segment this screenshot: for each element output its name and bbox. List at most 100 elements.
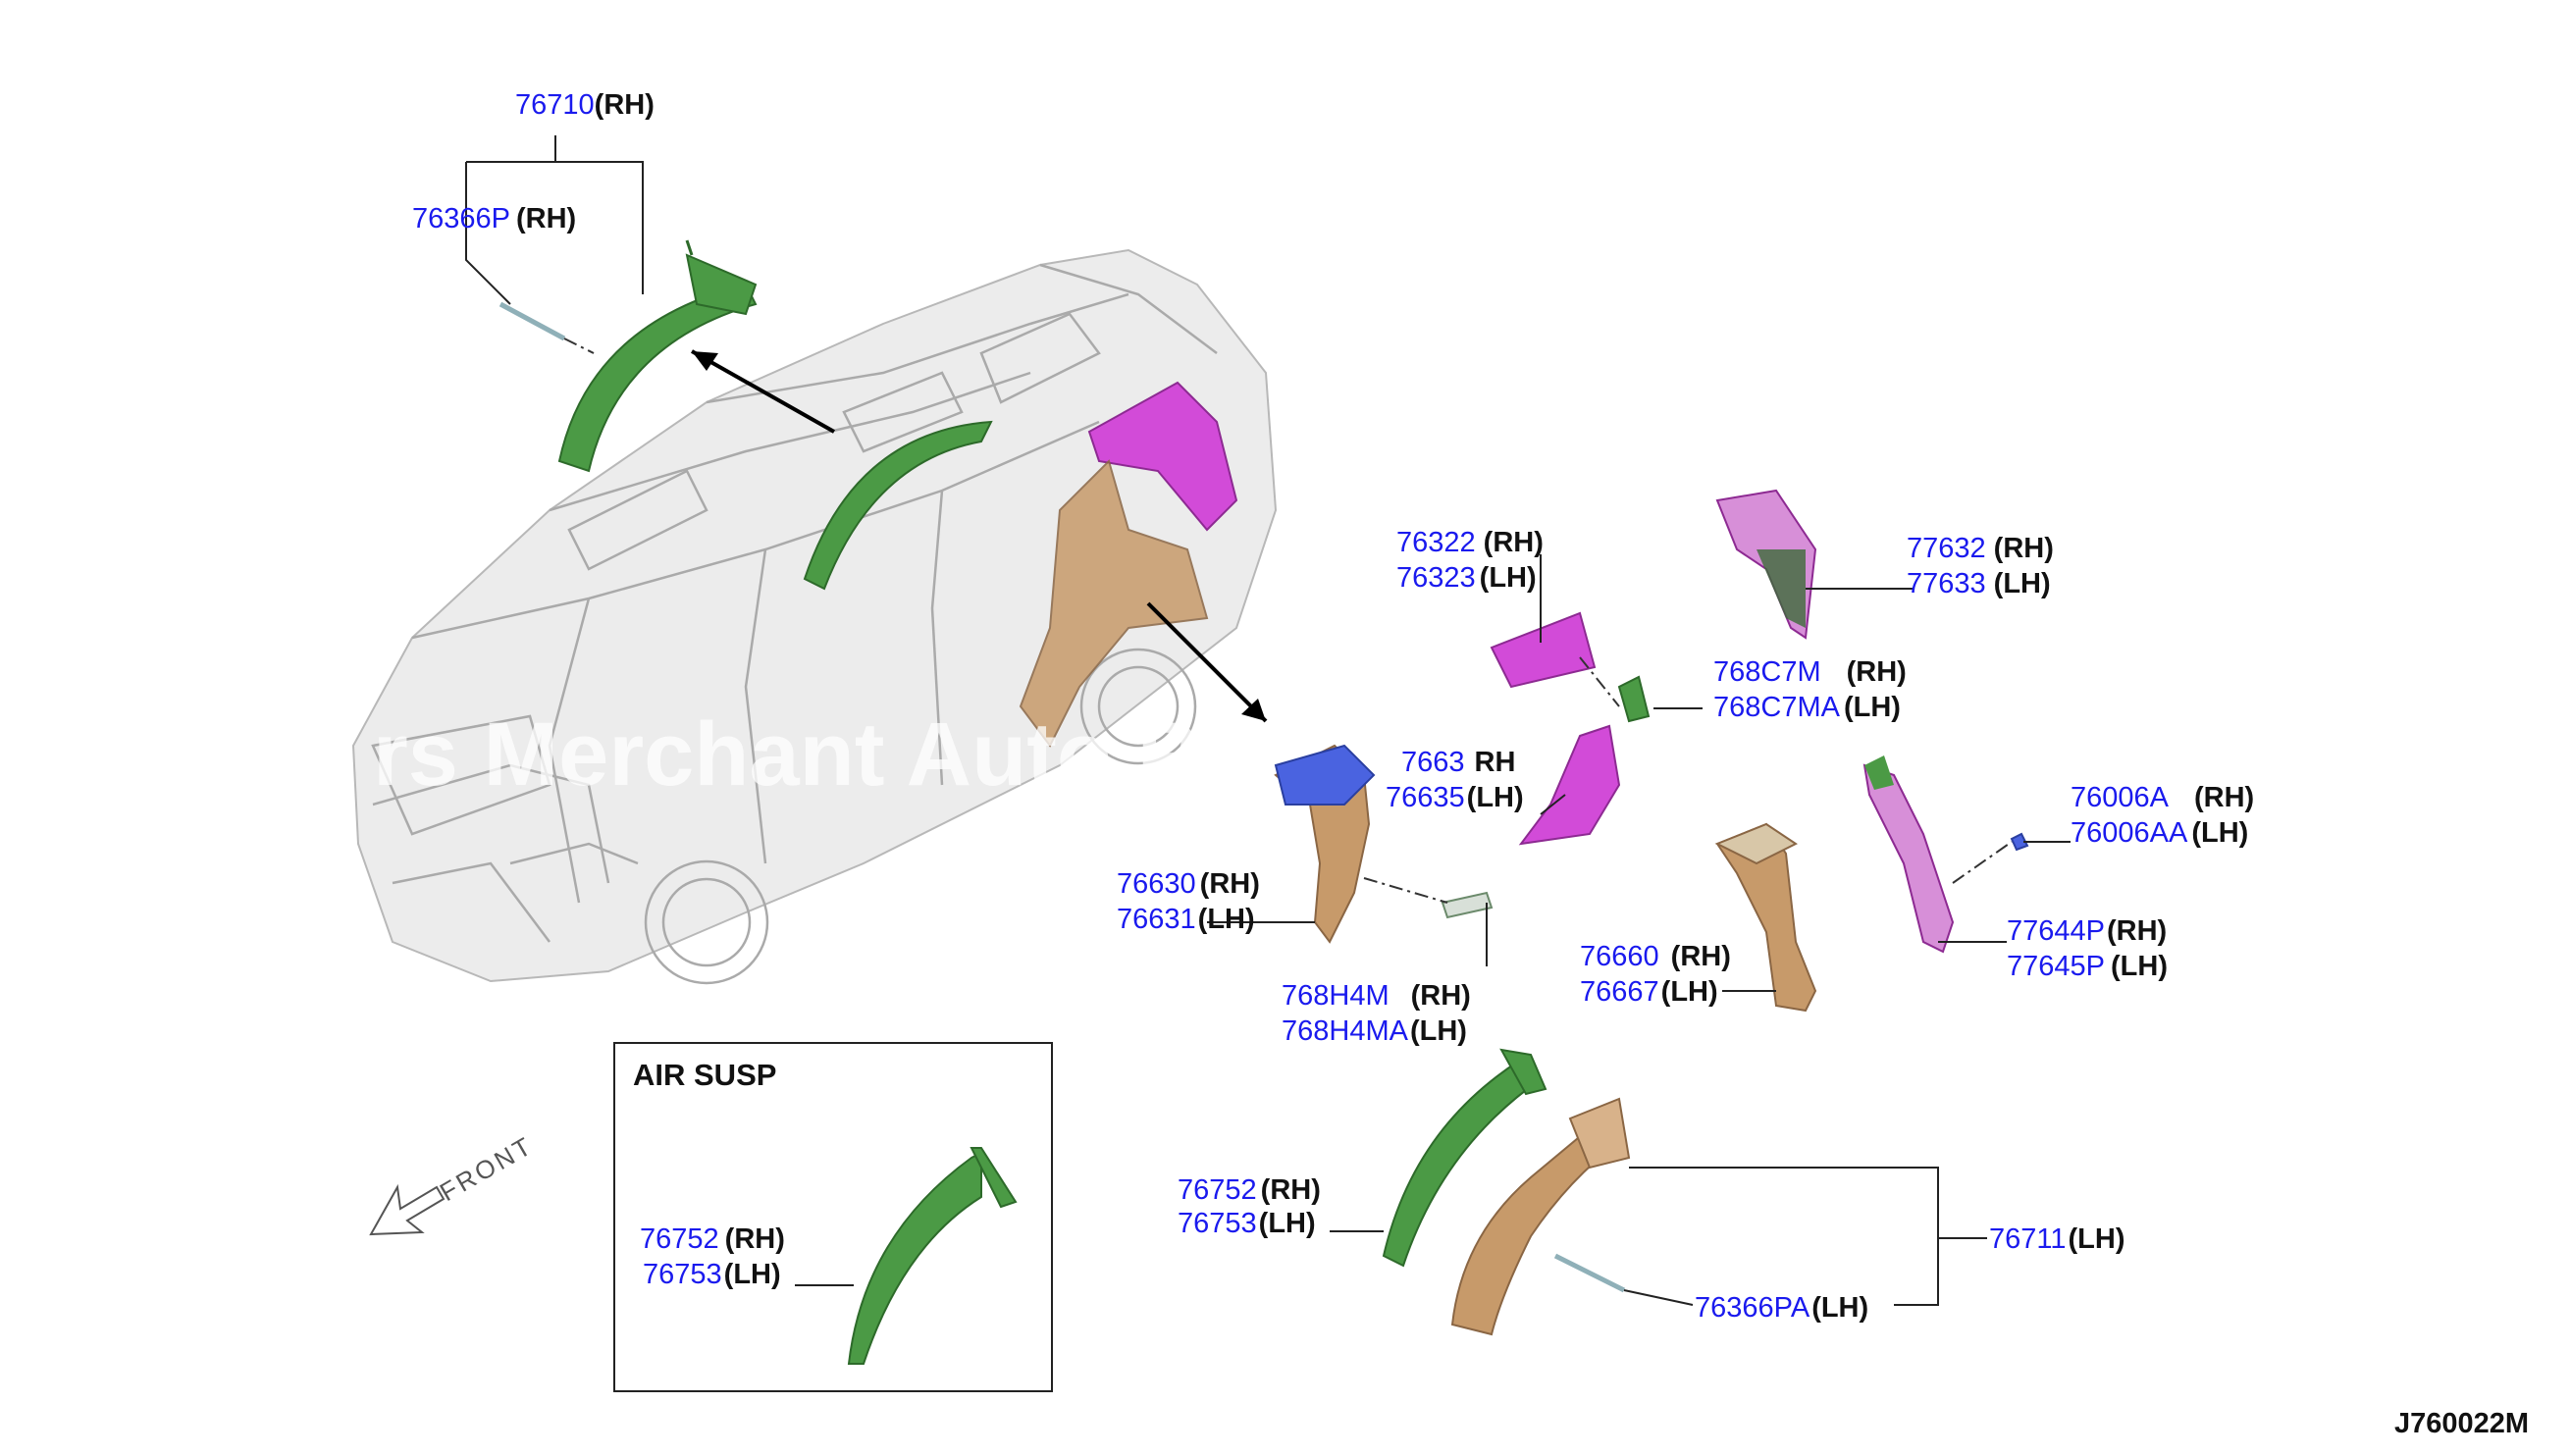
side-76006A: (RH) [2194, 782, 2254, 813]
label-768C7M[interactable]: 768C7M (RH) [1713, 656, 1907, 688]
label-76366PA[interactable]: 76366PA(LH) [1695, 1292, 1868, 1324]
part-number-76323[interactable]: 76323 [1396, 562, 1476, 594]
side-76322: (RH) [1484, 527, 1544, 558]
part-number-76660[interactable]: 76660 [1580, 941, 1659, 972]
arrow-to-fender-liner [691, 349, 835, 434]
diagram-code: J760022M [2394, 1408, 2529, 1439]
part-number-76006AA[interactable]: 76006AA [2071, 817, 2188, 849]
label-76710[interactable]: 76710(RH) [515, 89, 655, 121]
side-77644P: (RH) [2107, 915, 2167, 947]
part-number-77644P[interactable]: 77644P [2007, 915, 2105, 947]
side-76634: RH [1475, 747, 1516, 778]
part-number-768C7M[interactable]: 768C7M [1713, 656, 1821, 688]
label-77633[interactable]: 77633 (LH) [1907, 568, 2051, 599]
side-76752-inset: (RH) [725, 1223, 785, 1255]
label-76667[interactable]: 76667(LH) [1580, 976, 1718, 1008]
part-number-76753-inset[interactable]: 76753 [643, 1259, 722, 1290]
label-76323[interactable]: 76323(LH) [1396, 562, 1537, 594]
part-number-76635[interactable]: 76635 [1386, 782, 1465, 813]
vehicle-illustration [351, 248, 1278, 985]
side-76711: (LH) [2069, 1223, 2125, 1255]
side-77645P: (LH) [2111, 951, 2168, 982]
side-76753-inset: (LH) [724, 1259, 781, 1290]
label-76366P[interactable]: 76366P(RH) [412, 203, 576, 234]
side-768C7M: (RH) [1847, 656, 1907, 688]
part-number-77632[interactable]: 77632 [1907, 533, 1986, 564]
arrow-to-inner-panels [1146, 601, 1268, 723]
front-direction-indicator: FRONT [369, 1130, 539, 1236]
side-76323: (LH) [1480, 562, 1537, 594]
fender-seal-rh-part [498, 301, 566, 341]
side-76366P: (RH) [516, 203, 576, 234]
part-number-76667[interactable]: 76667 [1580, 976, 1659, 1008]
side-768C7MA: (LH) [1844, 692, 1901, 723]
label-77645P[interactable]: 77645P(LH) [2007, 951, 2168, 982]
side-76366PA: (LH) [1811, 1292, 1868, 1324]
part-number-76366PA[interactable]: 76366PA [1695, 1292, 1810, 1324]
bracket-768C7M-part [1617, 675, 1651, 723]
part-number-76630[interactable]: 76630 [1117, 868, 1196, 900]
side-76660: (RH) [1671, 941, 1731, 972]
label-768H4MA[interactable]: 768H4MA(LH) [1282, 1015, 1467, 1047]
part-number-768C7MA[interactable]: 768C7MA [1713, 692, 1841, 723]
label-76711[interactable]: 76711(LH) [1989, 1223, 2124, 1255]
side-76752: (RH) [1261, 1174, 1321, 1206]
bracket-768H4M-part [1441, 891, 1494, 919]
part-number-76752[interactable]: 76752 [1178, 1174, 1257, 1206]
side-77632: (RH) [1994, 533, 2054, 564]
label-768C7MA[interactable]: 768C7MA(LH) [1713, 692, 1901, 723]
fender-liner-76752-part [1382, 1048, 1547, 1268]
label-77644P[interactable]: 77644P(RH) [2007, 915, 2167, 947]
part-number-76711[interactable]: 76711 [1989, 1223, 2067, 1255]
part-number-76006A[interactable]: 76006A [2071, 782, 2170, 813]
air-susp-inset: AIR SUSP 76752(RH) 76753(LH) [613, 1042, 1053, 1392]
part-number-76752-inset[interactable]: 76752 [640, 1223, 719, 1255]
side-77633: (LH) [1994, 568, 2051, 599]
part-number-768H4MA[interactable]: 768H4MA [1282, 1015, 1409, 1047]
part-number-76631[interactable]: 76631 [1117, 904, 1196, 935]
part-number-76634[interactable]: 7663 [1401, 747, 1465, 778]
wheelhouse-76711-part [1450, 1097, 1631, 1336]
part-number-76322[interactable]: 76322 [1396, 527, 1476, 558]
seal-76366PA-part [1553, 1253, 1626, 1293]
label-76634[interactable]: 7663 RH [1401, 747, 1515, 778]
label-76006AA[interactable]: 76006AA(LH) [2071, 817, 2248, 849]
side-76635: (LH) [1467, 782, 1524, 813]
vehicle-highlight-parts [803, 381, 1238, 748]
label-76753[interactable]: 76753(LH) [1178, 1208, 1316, 1239]
inset-title: AIR SUSP [633, 1058, 776, 1092]
label-76752[interactable]: 76752(RH) [1178, 1174, 1321, 1206]
side-76631: (LH) [1198, 904, 1255, 935]
side-768H4M: (RH) [1411, 980, 1471, 1012]
label-76630[interactable]: 76630(RH) [1117, 868, 1260, 900]
part-number-76366P[interactable]: 76366P [412, 203, 510, 234]
side-76667: (LH) [1661, 976, 1718, 1008]
label-76660[interactable]: 76660 (RH) [1580, 941, 1731, 972]
label-768H4M[interactable]: 768H4M (RH) [1282, 980, 1471, 1012]
side-76710: (RH) [595, 89, 655, 121]
part-number-76753[interactable]: 76753 [1178, 1208, 1257, 1239]
label-76753-inset[interactable]: 76753(LH) [643, 1259, 781, 1290]
part-number-77633[interactable]: 77633 [1907, 568, 1986, 599]
side-76006AA: (LH) [2191, 817, 2248, 849]
part-number-77645P[interactable]: 77645P [2007, 951, 2105, 982]
label-76752-inset[interactable]: 76752(RH) [640, 1223, 785, 1255]
panel-76634-part [1518, 724, 1621, 846]
label-76635[interactable]: 76635(LH) [1386, 782, 1524, 813]
watermark-text: rs Merchant Auto P [373, 704, 1197, 805]
side-768H4MA: (LH) [1410, 1015, 1467, 1047]
clip-76006A-part [2010, 832, 2029, 852]
side-76753: (LH) [1259, 1208, 1316, 1239]
side-76630: (RH) [1200, 868, 1260, 900]
pillar-76660-part [1714, 822, 1817, 1013]
label-76322[interactable]: 76322 (RH) [1396, 527, 1544, 558]
label-76631[interactable]: 76631(LH) [1117, 904, 1255, 935]
pillar-77632-part [1715, 489, 1817, 640]
label-76006A[interactable]: 76006A (RH) [2071, 782, 2254, 813]
part-number-76710[interactable]: 76710 [515, 89, 595, 121]
part-number-768H4M[interactable]: 768H4M [1282, 980, 1390, 1012]
label-77632[interactable]: 77632 (RH) [1907, 533, 2054, 564]
panel-76630-part [1274, 744, 1376, 944]
rear-fender-liner-rh-part [557, 239, 758, 473]
